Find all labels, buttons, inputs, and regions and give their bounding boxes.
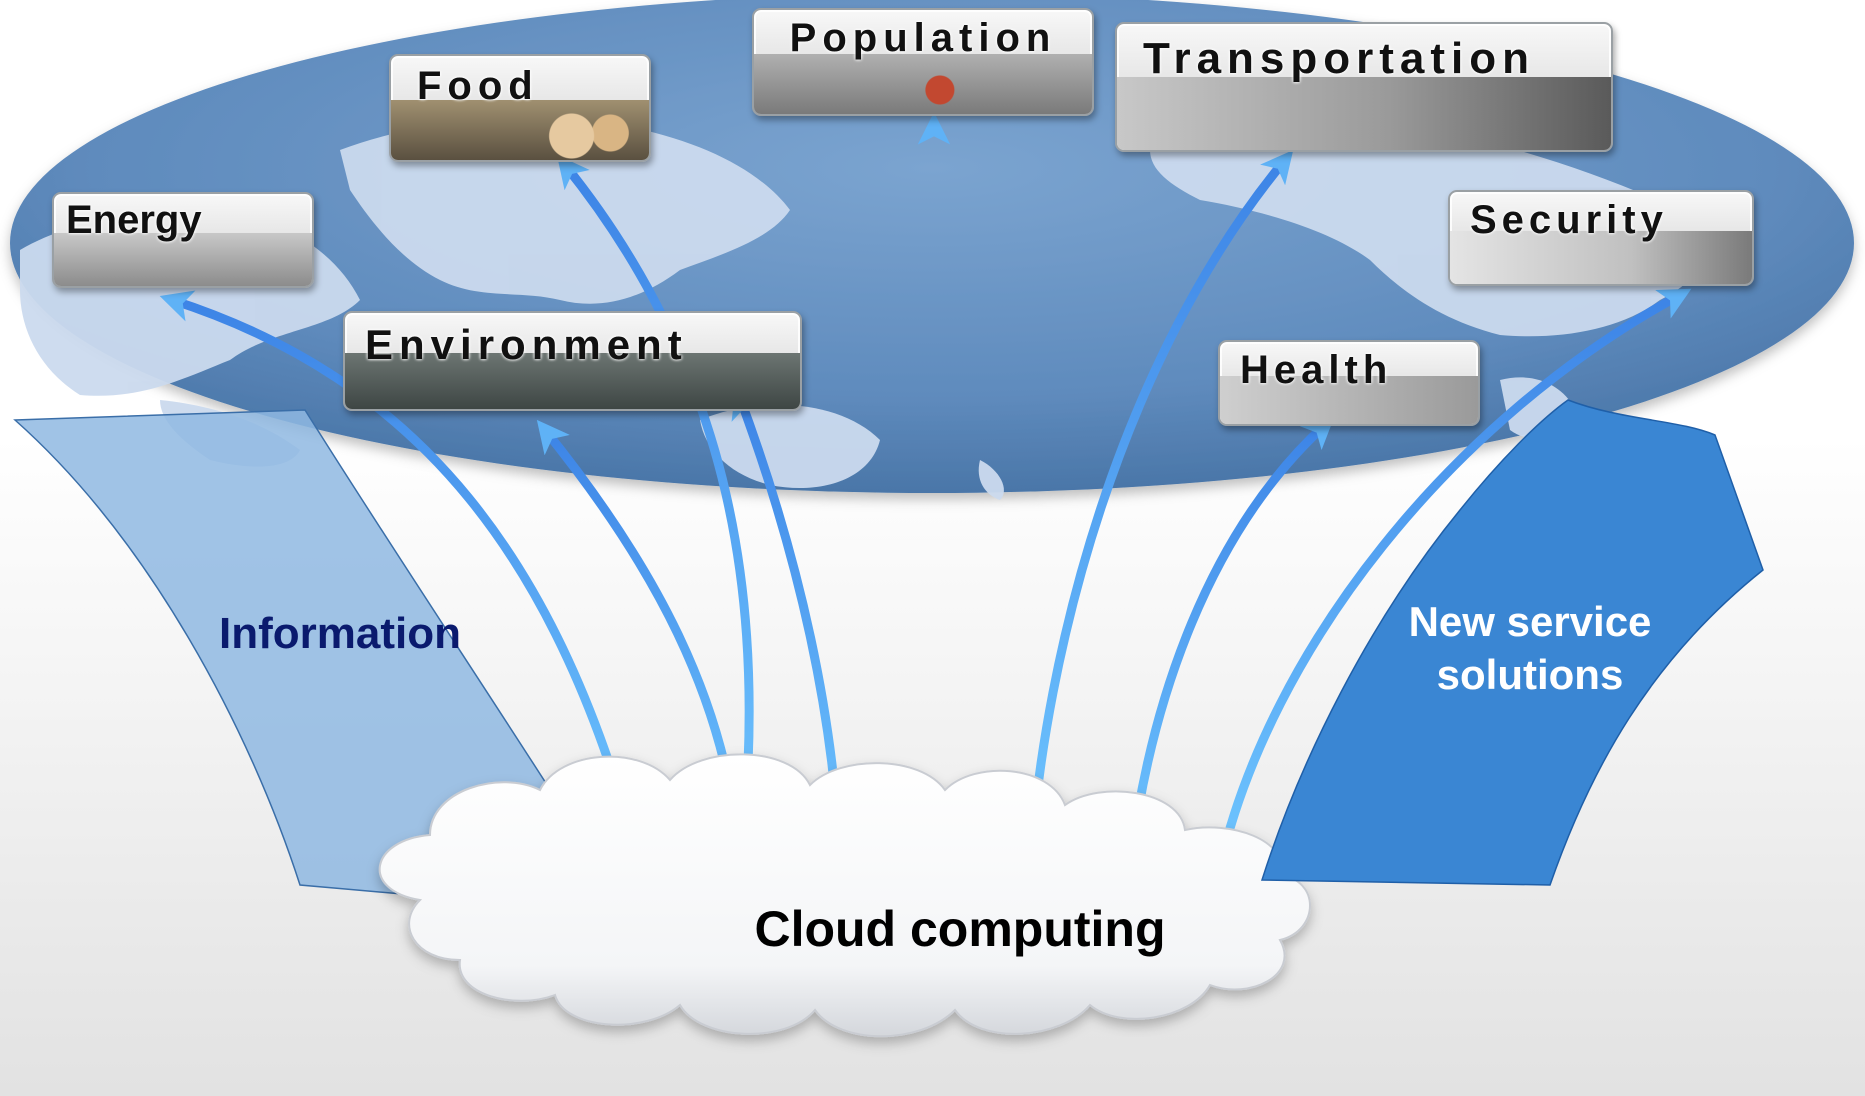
topic-health: Health xyxy=(1218,340,1480,426)
topic-population-label: Population xyxy=(789,16,1057,60)
topic-environment-label: Environment xyxy=(365,321,688,368)
topic-food: Food xyxy=(389,54,651,162)
arrow-security xyxy=(1208,288,1692,879)
topic-environment: Environment xyxy=(343,311,802,411)
topic-energy: Energy xyxy=(52,192,314,288)
cloud xyxy=(378,753,1311,1038)
topic-transportation-label: Transportation xyxy=(1143,34,1536,83)
topic-energy-label: Energy xyxy=(66,198,202,242)
topic-security-label: Security xyxy=(1470,198,1668,242)
topic-health-label: Health xyxy=(1240,348,1393,392)
information-label: Information xyxy=(219,609,461,658)
topic-security: Security xyxy=(1448,190,1754,286)
topic-population: Population xyxy=(752,8,1094,116)
cloud-label: Cloud computing xyxy=(754,901,1166,957)
topic-transportation: Transportation xyxy=(1115,22,1613,152)
topic-food-label: Food xyxy=(417,64,539,108)
information-band xyxy=(13,409,561,901)
services-label: New service solutions xyxy=(1408,598,1652,698)
arrow-transportation xyxy=(1015,149,1294,879)
services-band xyxy=(1260,399,1764,886)
